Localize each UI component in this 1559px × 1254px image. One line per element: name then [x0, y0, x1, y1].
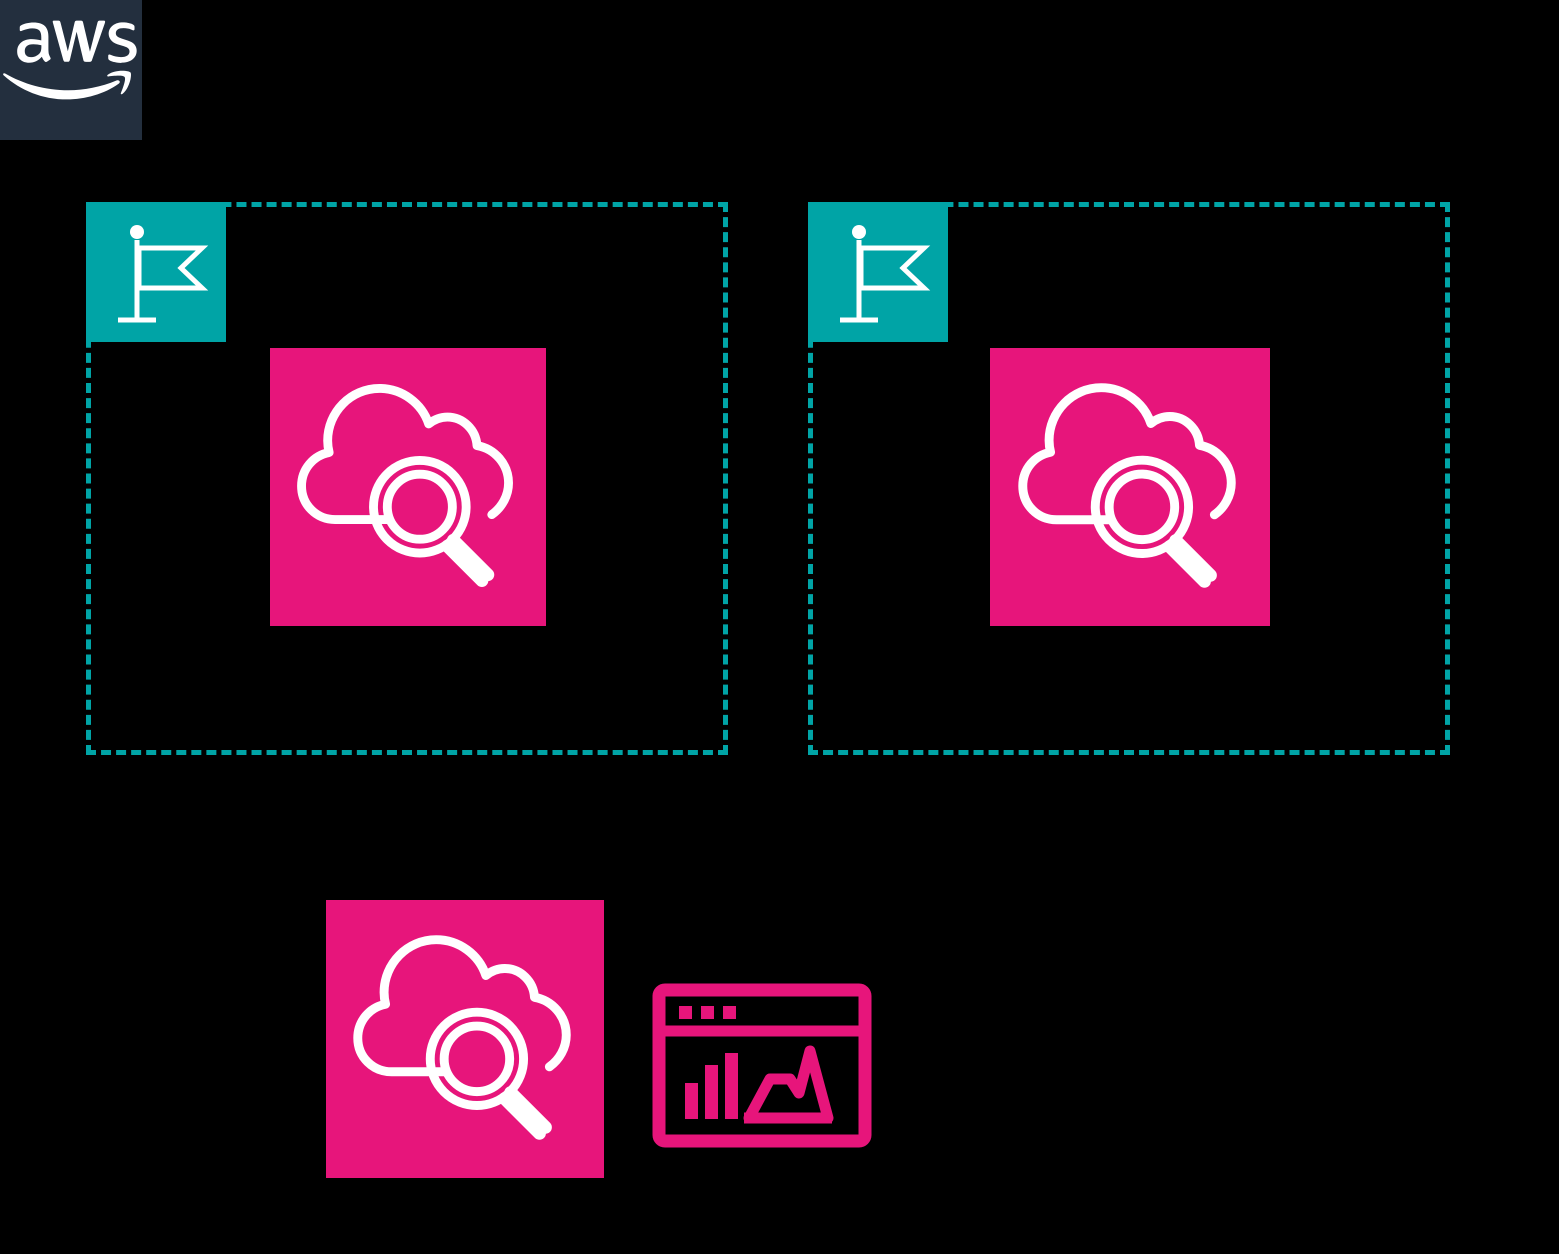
cloud-search-icon [297, 383, 513, 588]
group-flag-badge-left [86, 202, 226, 342]
group-boundary-left [86, 202, 728, 755]
area-chart-outline [743, 1045, 834, 1124]
aws-logo [0, 0, 142, 140]
analytics-dashboard-icon-wrapper[interactable] [652, 983, 872, 1148]
window-dot-icon [701, 1006, 714, 1019]
cloud-search-icon [1018, 383, 1236, 588]
bar-chart-bar [725, 1053, 738, 1119]
flag-icon [840, 225, 931, 323]
window-frame [652, 983, 872, 1148]
analytics-dashboard-icon [652, 983, 872, 1148]
group-boundary-right [808, 202, 1450, 755]
flag-finial-icon [130, 225, 144, 239]
bar-chart-bar [705, 1065, 718, 1119]
service-icon-cloudsearch-right[interactable] [990, 348, 1270, 626]
flag-finial-icon [852, 225, 866, 239]
flag-icon [118, 225, 209, 323]
service-icon-cloudsearch-left[interactable] [270, 348, 546, 626]
window-dot-icon [723, 1006, 736, 1019]
bar-chart-bar [685, 1083, 698, 1119]
service-icon-cloudsearch-bottom[interactable] [326, 900, 604, 1178]
group-flag-badge-right [808, 202, 948, 342]
aws-logo-icon [3, 20, 137, 100]
window-dot-icon [679, 1006, 692, 1019]
cloud-search-icon [353, 935, 571, 1140]
